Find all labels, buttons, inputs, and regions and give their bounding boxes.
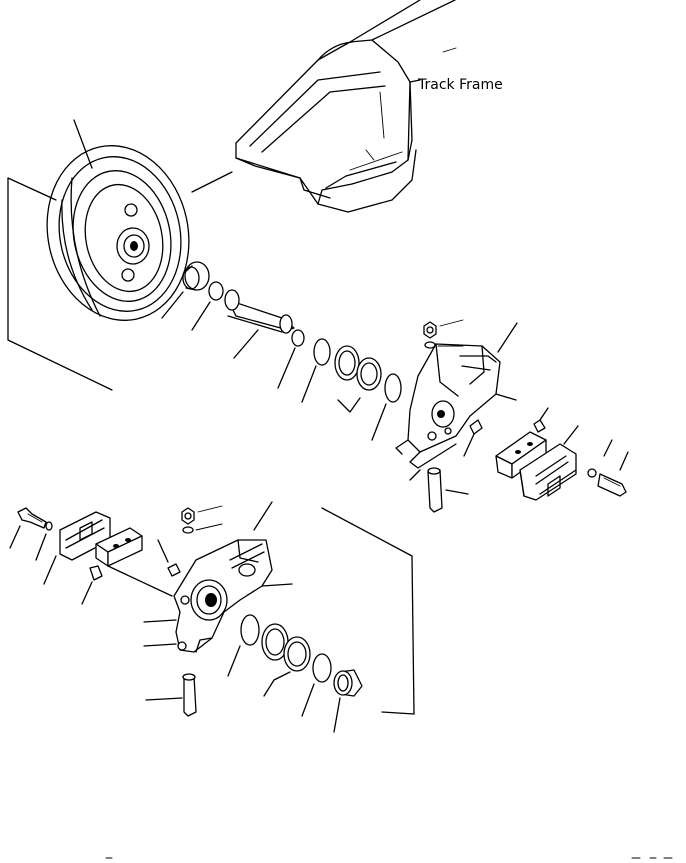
washer-lower bbox=[182, 523, 223, 534]
washer-lower-left bbox=[35, 521, 53, 561]
bolt-lower-left bbox=[9, 507, 47, 549]
o-ring-upper-4 bbox=[371, 373, 402, 441]
cover-block-upper bbox=[519, 425, 579, 501]
pin-lower bbox=[145, 673, 197, 717]
o-ring-upper-2 bbox=[277, 329, 305, 389]
washer-bolt-upper-right bbox=[587, 439, 629, 497]
bolt-bracket-upper bbox=[463, 419, 483, 457]
bracket-right bbox=[321, 507, 415, 715]
plate-lower bbox=[95, 527, 173, 597]
nut-lower bbox=[181, 505, 223, 525]
bracket-left-top bbox=[7, 177, 57, 201]
idler-wheel bbox=[46, 119, 190, 321]
track-frame bbox=[191, 0, 457, 213]
o-ring-upper-1 bbox=[191, 281, 224, 331]
washer-upper bbox=[424, 341, 464, 349]
dowel-lower bbox=[81, 565, 103, 605]
o-ring-lower-2 bbox=[301, 653, 332, 717]
shaft bbox=[224, 289, 295, 359]
plate-upper bbox=[495, 431, 547, 479]
bracket-left bbox=[7, 177, 113, 391]
bolt-bracket-lower bbox=[157, 539, 181, 577]
support-bracket-lower bbox=[173, 501, 293, 653]
pin-upper bbox=[427, 467, 469, 513]
floating-seal-upper bbox=[334, 345, 382, 413]
floating-seal-lower bbox=[261, 623, 311, 697]
cover-block-lower bbox=[43, 511, 111, 585]
track-frame-label: Track Frame bbox=[417, 77, 503, 93]
support-bracket-upper bbox=[395, 322, 518, 481]
bushing-lower bbox=[333, 669, 363, 733]
leader-lower-1 bbox=[143, 619, 177, 623]
dowel-upper bbox=[533, 407, 549, 433]
nut-upper bbox=[423, 319, 464, 339]
bushing-upper bbox=[161, 261, 210, 319]
o-ring-lower-1 bbox=[227, 614, 260, 677]
o-ring-upper-3 bbox=[301, 338, 331, 403]
leader-lower-2 bbox=[143, 643, 177, 647]
